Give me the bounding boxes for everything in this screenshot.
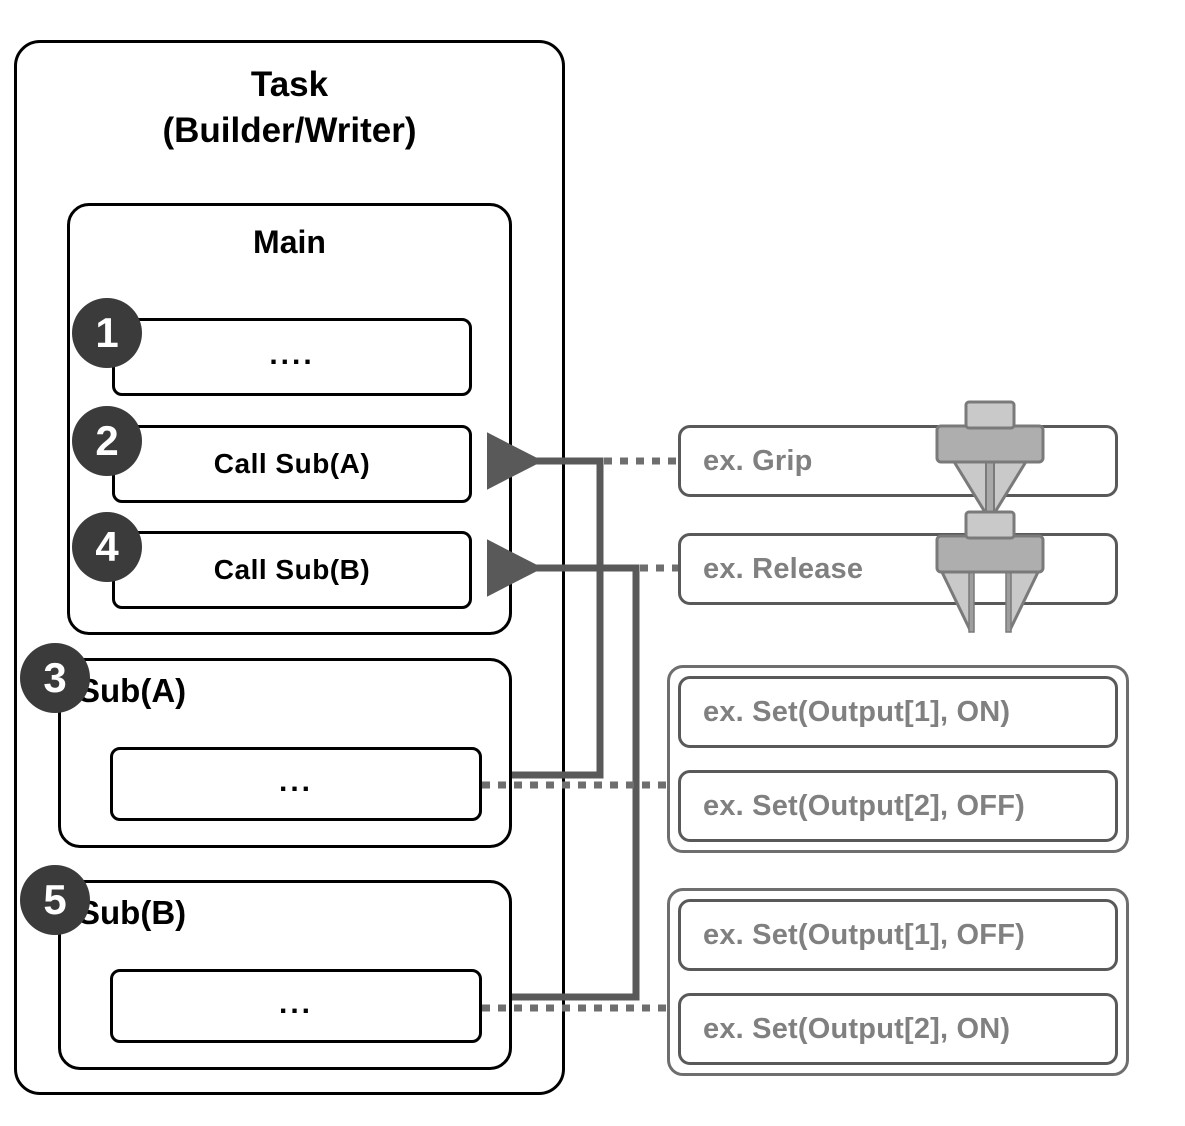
example-output-2-off[interactable]: ex. Set(Output[2], OFF) [678,770,1118,842]
main-step-1[interactable]: .... [112,318,472,396]
example-output-1-on[interactable]: ex. Set(Output[1], ON) [678,676,1118,748]
sub-b-body-box[interactable]: ... [110,969,482,1043]
task-title-line1: Task [250,65,329,104]
step-badge-1: 1 [72,298,142,368]
sub-a-body-box[interactable]: ... [110,747,482,821]
example-grip-panel[interactable]: ex. Grip [678,425,1118,497]
sub-a-title: Sub(A) [78,672,187,709]
example-output-1-off-label: ex. Set(Output[1], OFF) [703,918,1025,951]
example-output-1-off[interactable]: ex. Set(Output[1], OFF) [678,899,1118,971]
example-output-2-off-label: ex. Set(Output[2], OFF) [703,789,1025,822]
step-badge-4: 4 [72,512,142,582]
sub-a-body-label: ... [278,765,313,798]
example-output-2-on[interactable]: ex. Set(Output[2], ON) [678,993,1118,1065]
sub-b-title: Sub(B) [78,894,187,931]
main-step-1-label: .... [269,338,315,371]
example-release-panel[interactable]: ex. Release [678,533,1118,605]
task-title-line2: (Builder/Writer) [162,111,417,150]
main-step-4-label: Call Sub(B) [213,554,371,585]
example-output-1-on-label: ex. Set(Output[1], ON) [703,695,1011,728]
example-grip-label: ex. Grip [703,444,813,477]
main-step-2-call-sub-a[interactable]: Call Sub(A) [112,425,472,503]
step-badge-3: 3 [20,643,90,713]
step-badge-5: 5 [20,865,90,935]
sub-b-body-label: ... [278,987,313,1020]
step-badge-2: 2 [72,406,142,476]
main-step-2-label: Call Sub(A) [213,448,371,479]
main-title: Main [253,224,326,260]
example-output-2-on-label: ex. Set(Output[2], ON) [703,1012,1011,1045]
main-step-4-call-sub-b[interactable]: Call Sub(B) [112,531,472,609]
example-release-label: ex. Release [703,552,864,585]
